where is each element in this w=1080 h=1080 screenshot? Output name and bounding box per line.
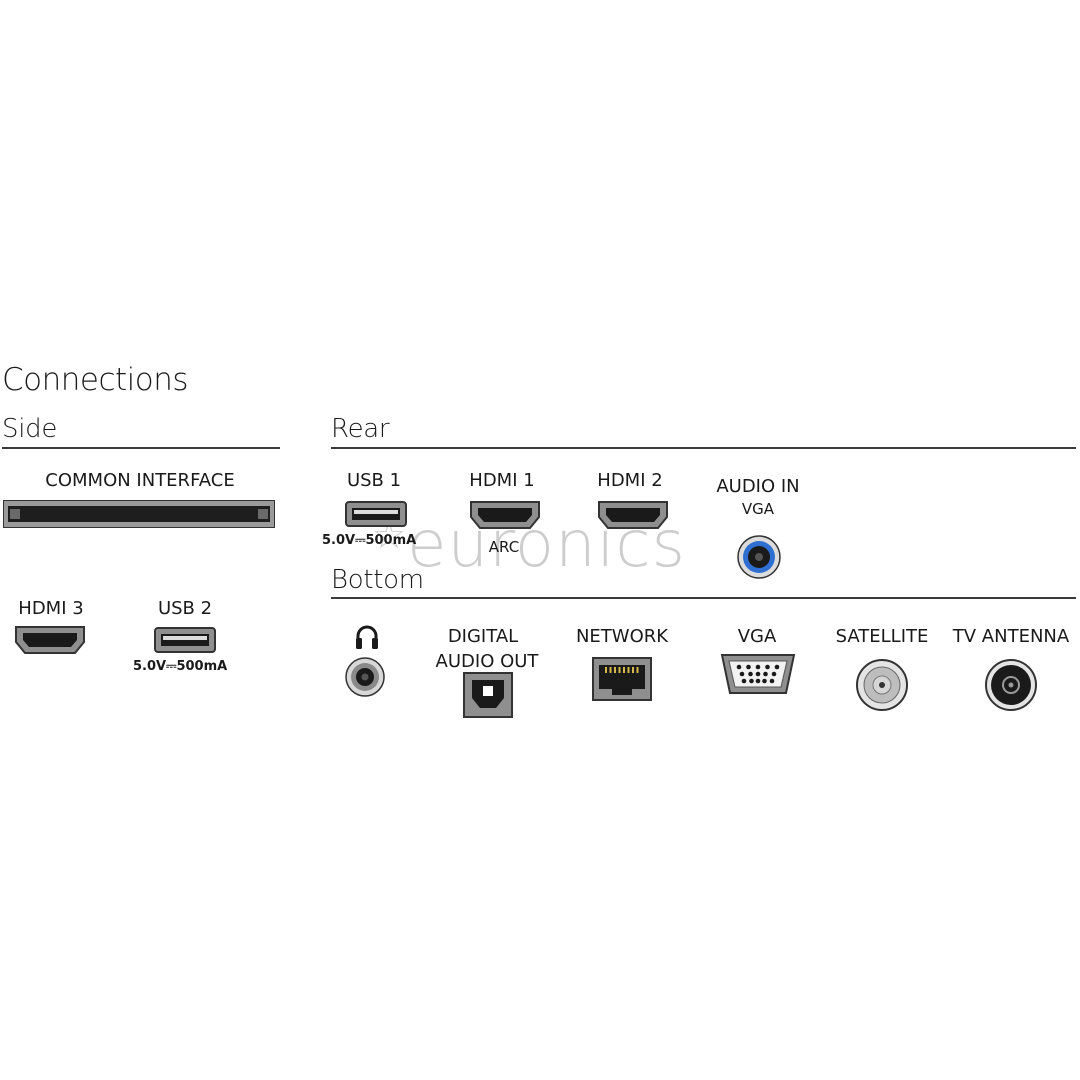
rear-divider (331, 447, 1076, 449)
tv-antenna-label: TV ANTENNA (952, 626, 1070, 647)
audio-in-jack-icon (737, 535, 781, 579)
section-rear-heading: Rear (331, 414, 390, 444)
usb2-spec: 5.0V⎓500mA (133, 659, 228, 674)
digital-audio-out-label-line1: DIGITAL (447, 626, 519, 647)
satellite-connector-icon (856, 659, 908, 711)
headphone-icon (356, 625, 378, 649)
common-interface-slot-icon (3, 500, 275, 528)
headphone-jack-icon (345, 657, 385, 697)
vga-label: VGA (737, 626, 777, 647)
usb1-port-icon (345, 501, 407, 527)
common-interface-label: COMMON INTERFACE (45, 470, 235, 491)
bottom-divider (331, 597, 1076, 599)
tv-antenna-connector-icon (985, 659, 1037, 711)
usb1-label: USB 1 (346, 470, 402, 491)
hdmi1-port-icon (470, 501, 540, 529)
network-label: NETWORK (575, 626, 669, 647)
hdmi3-port-icon (15, 626, 85, 654)
audio-in-vga-label: VGA (741, 500, 775, 518)
hdmi1-arc-label: ARC (488, 538, 520, 556)
usb2-port-icon (154, 627, 216, 653)
hdmi2-port-icon (598, 501, 668, 529)
side-divider (2, 447, 280, 449)
hdmi1-label: HDMI 1 (469, 470, 535, 491)
optical-port-icon (463, 672, 513, 718)
ethernet-port-icon (592, 657, 652, 701)
audio-in-label: AUDIO IN (716, 476, 800, 497)
section-bottom-heading: Bottom (331, 565, 424, 595)
digital-audio-out-label-line2: AUDIO OUT (435, 651, 539, 672)
hdmi2-label: HDMI 2 (597, 470, 663, 491)
vga-port-icon (720, 654, 796, 694)
page-title: Connections (2, 362, 189, 398)
hdmi3-label: HDMI 3 (18, 598, 84, 619)
satellite-label: SATELLITE (835, 626, 929, 647)
usb1-spec: 5.0V⎓500mA (322, 533, 417, 548)
section-side-heading: Side (2, 414, 58, 444)
usb2-label: USB 2 (157, 598, 213, 619)
